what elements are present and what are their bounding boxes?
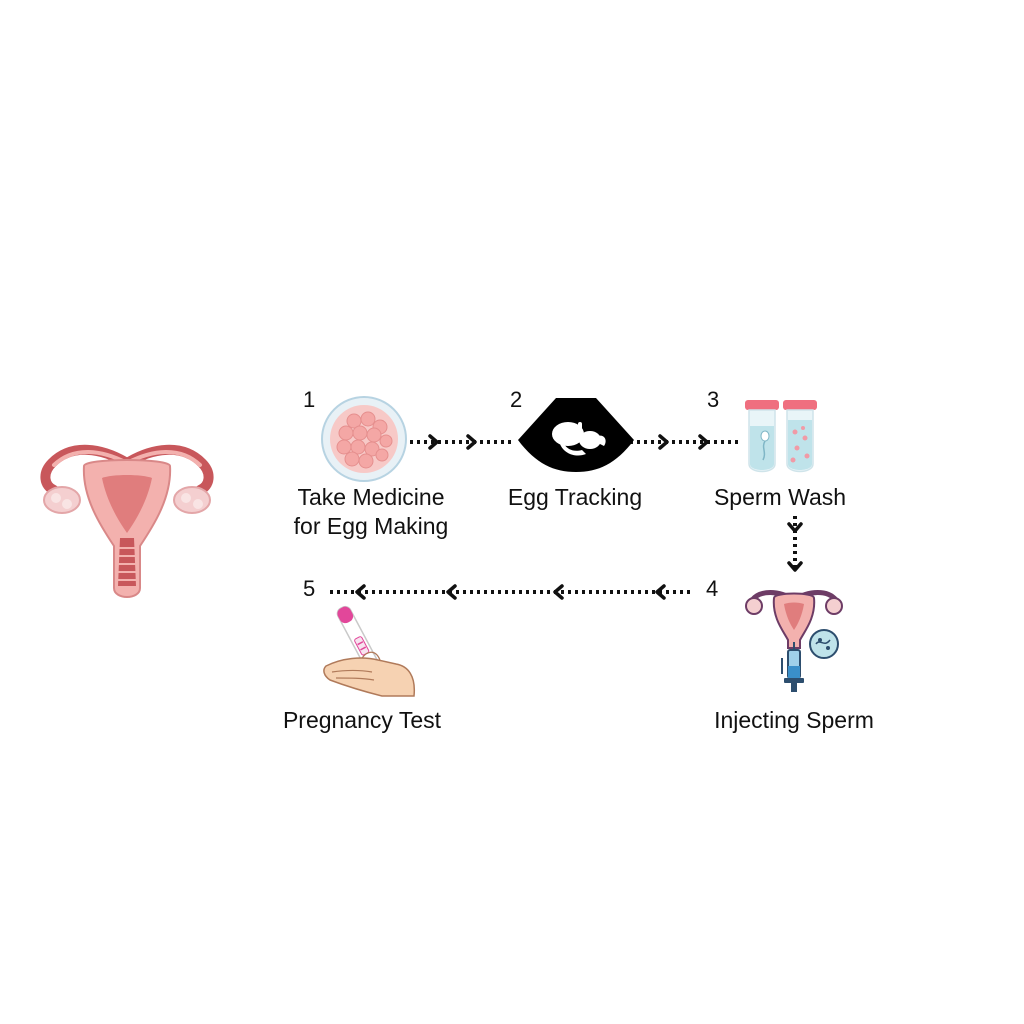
step-1-label: Take Medicine for Egg Making xyxy=(271,483,471,541)
step-3-label: Sperm Wash xyxy=(713,484,847,510)
ultrasound-icon xyxy=(518,398,634,472)
arrow-chevron xyxy=(553,584,564,600)
step-1-number: 1 xyxy=(303,387,316,412)
arrow-chevron xyxy=(428,434,439,450)
arrow-chevron xyxy=(355,584,366,600)
test-tubes-icon xyxy=(745,400,817,473)
arrow-chevron xyxy=(658,434,669,450)
step-4-number: 4 xyxy=(706,576,719,601)
arrow-chevron xyxy=(655,584,666,600)
insemination-icon xyxy=(745,590,843,692)
pregnancy-test-icon xyxy=(323,605,416,697)
step-1-label-line2: for Egg Making xyxy=(293,513,449,539)
step-2-label: Egg Tracking xyxy=(507,484,643,510)
arrow-chevron xyxy=(787,561,803,572)
step-2-number: 2 xyxy=(510,387,523,412)
step-5-label: Pregnancy Test xyxy=(282,707,442,733)
step-1-label-line1: Take Medicine xyxy=(297,484,445,510)
step-3-number: 3 xyxy=(707,387,720,412)
arrow-chevron xyxy=(787,522,803,533)
arrow-chevron xyxy=(466,434,477,450)
uterus-illustration-icon xyxy=(40,444,214,598)
arrow-chevron xyxy=(698,434,709,450)
egg-cluster-icon xyxy=(321,396,407,482)
step-4-label: Injecting Sperm xyxy=(714,707,874,733)
arrow-chevron xyxy=(446,584,457,600)
step-5-number: 5 xyxy=(303,576,316,601)
